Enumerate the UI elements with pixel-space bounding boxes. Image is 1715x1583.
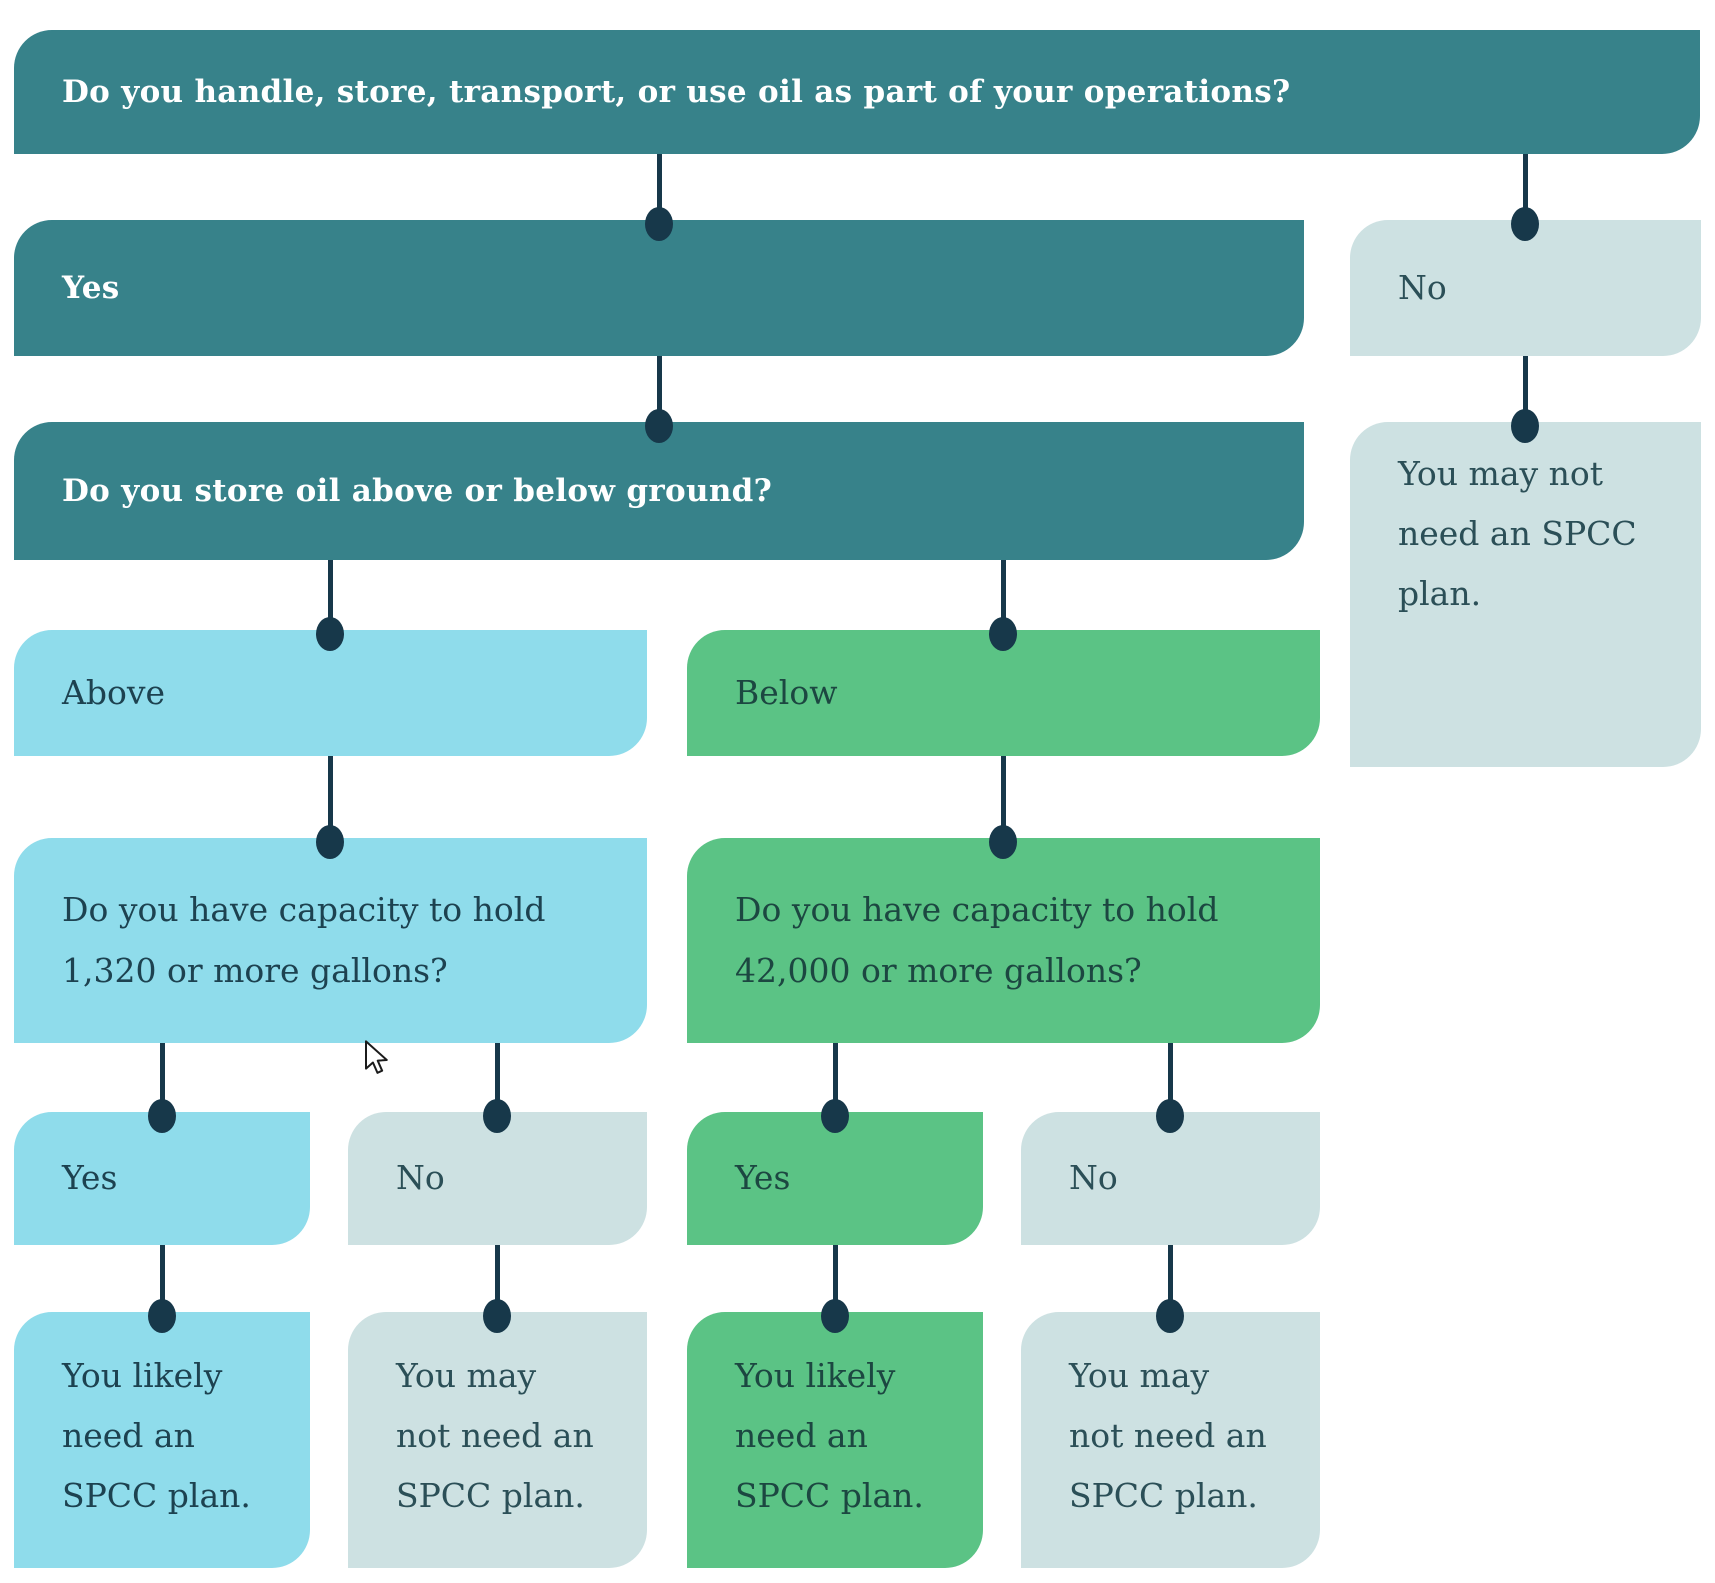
result-may-not-need-above: You may not need an SPCC plan. [348, 1312, 647, 1568]
question-2-label: Do you store oil above or below ground? [62, 472, 773, 509]
answer-no-below-label: No [1069, 1158, 1118, 1198]
answer-yes-label: Yes [62, 269, 120, 306]
connector-dot [1511, 409, 1539, 443]
connector-dot [989, 617, 1017, 651]
question-1-label: Do you handle, store, transport, or use … [62, 73, 1291, 110]
result-likely-need-below: You likely need an SPCC plan. [687, 1312, 983, 1568]
answer-no-below[interactable]: No [1021, 1112, 1320, 1245]
result-may-not-need-below-label: You may not need an SPCC plan. [1069, 1356, 1267, 1516]
mouse-cursor-icon [362, 1040, 394, 1080]
connector-dot [148, 1299, 176, 1333]
connector-line [327, 756, 333, 842]
connector-line [656, 356, 662, 426]
question-1: Do you handle, store, transport, or use … [14, 30, 1700, 154]
result-may-not-need-main: You may not need an SPCC plan. [1350, 422, 1701, 767]
answer-yes-below[interactable]: Yes [687, 1112, 983, 1245]
connector-line [656, 154, 662, 224]
connector-line [1000, 560, 1006, 634]
connector-line [494, 1245, 500, 1316]
result-likely-need-below-label: You likely need an SPCC plan. [735, 1356, 924, 1516]
answer-yes-below-label: Yes [735, 1158, 791, 1198]
connector-dot [1156, 1299, 1184, 1333]
connector-dot [316, 617, 344, 651]
result-may-not-need-below: You may not need an SPCC plan. [1021, 1312, 1320, 1568]
connector-line [1167, 1043, 1173, 1116]
connector-line [1522, 356, 1528, 426]
result-may-not-need-above-label: You may not need an SPCC plan. [396, 1356, 594, 1516]
result-likely-need-above-label: You likely need an SPCC plan. [62, 1356, 251, 1516]
answer-yes[interactable]: Yes [14, 220, 1304, 356]
question-3-below-label: Do you have capacity to hold 42,000 or m… [735, 890, 1219, 990]
connector-dot [483, 1099, 511, 1133]
answer-below-label: Below [735, 672, 838, 712]
connector-line [494, 1043, 500, 1116]
connector-line [1000, 756, 1006, 842]
answer-below[interactable]: Below [687, 630, 1320, 756]
connector-dot [1156, 1099, 1184, 1133]
connector-dot [645, 207, 673, 241]
answer-above-label: Above [62, 672, 165, 712]
result-likely-need-above: You likely need an SPCC plan. [14, 1312, 310, 1568]
connector-dot [483, 1299, 511, 1333]
answer-no-above-label: No [396, 1158, 445, 1198]
connector-line [832, 1245, 838, 1316]
answer-no[interactable]: No [1350, 220, 1701, 356]
question-2: Do you store oil above or below ground? [14, 422, 1304, 560]
connector-line [159, 1245, 165, 1316]
result-may-not-need-main-label: You may not need an SPCC plan. [1398, 454, 1637, 614]
answer-yes-above-label: Yes [62, 1158, 118, 1198]
question-3-above: Do you have capacity to hold 1,320 or mo… [14, 838, 647, 1043]
question-3-above-label: Do you have capacity to hold 1,320 or mo… [62, 890, 546, 990]
connector-line [327, 560, 333, 634]
connector-line [159, 1043, 165, 1116]
connector-line [1522, 154, 1528, 224]
connector-dot [645, 409, 673, 443]
answer-above[interactable]: Above [14, 630, 647, 756]
connector-dot [821, 1099, 849, 1133]
connector-dot [148, 1099, 176, 1133]
answer-yes-above[interactable]: Yes [14, 1112, 310, 1245]
answer-no-label: No [1398, 267, 1447, 307]
question-3-below: Do you have capacity to hold 42,000 or m… [687, 838, 1320, 1043]
connector-dot [316, 825, 344, 859]
connector-dot [821, 1299, 849, 1333]
answer-no-above[interactable]: No [348, 1112, 647, 1245]
connector-dot [1511, 207, 1539, 241]
connector-line [1167, 1245, 1173, 1316]
connector-dot [989, 825, 1017, 859]
connector-line [832, 1043, 838, 1116]
